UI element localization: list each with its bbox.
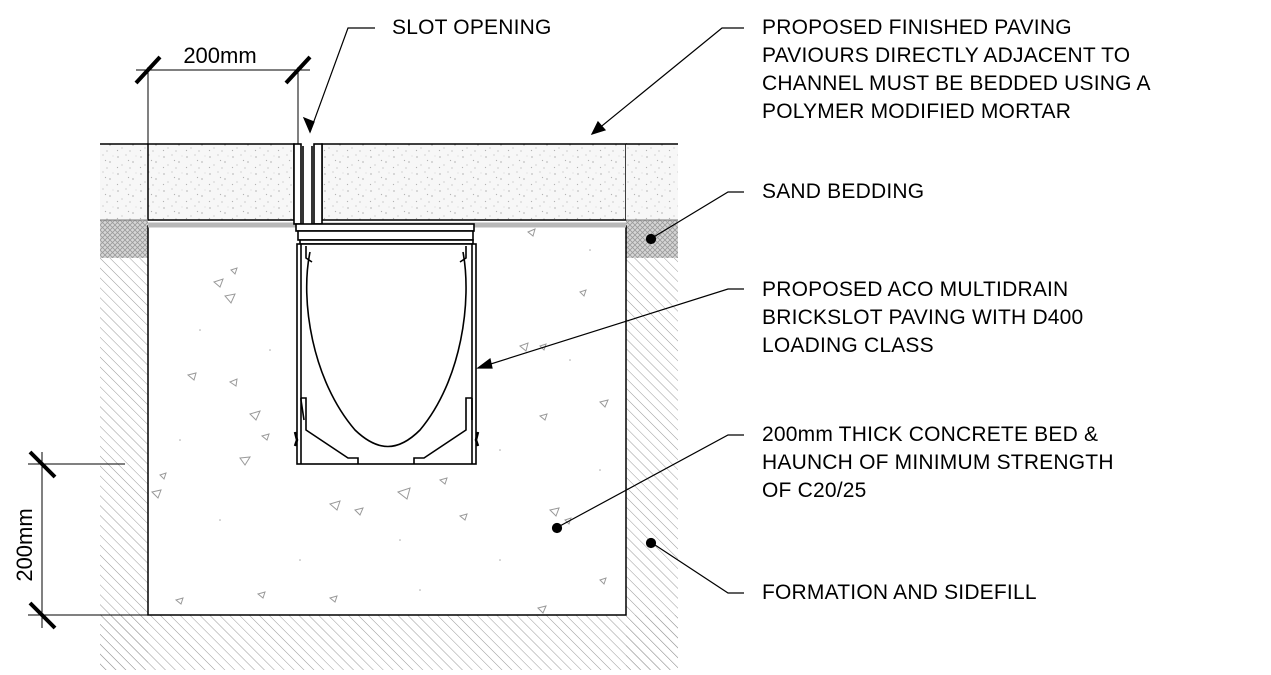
label-concrete-bed: 200mm THICK CONCRETE BED & HAUNCH OF MIN… [762, 421, 1114, 505]
leader-lines [302, 27, 744, 594]
label-formation: FORMATION AND SIDEFILL [762, 581, 1037, 604]
top-dimension [134, 55, 312, 144]
label-concrete-bed-line: 200mm THICK CONCRETE BED & [762, 423, 1099, 446]
paving-blocks [100, 143, 678, 221]
label-finished-paving-line: PAVIOURS DIRECTLY ADJACENT TO [762, 44, 1131, 67]
label-finished-paving: PROPOSED FINISHED PAVING PAVIOURS DIRECT… [762, 14, 1151, 126]
label-concrete-bed-line: OF C20/25 [762, 479, 867, 502]
label-channel: PROPOSED ACO MULTIDRAIN BRICKSLOT PAVING… [762, 276, 1083, 360]
label-channel-line: PROPOSED ACO MULTIDRAIN [762, 278, 1069, 301]
label-finished-paving-line: CHANNEL MUST BE BEDDED USING A [762, 72, 1151, 95]
label-concrete-bed-line: HAUNCH OF MINIMUM STRENGTH [762, 451, 1114, 474]
label-channel-line: BRICKSLOT PAVING WITH D400 [762, 306, 1084, 329]
label-finished-paving-line: PROPOSED FINISHED PAVING [762, 16, 1072, 39]
formation-sidefill [100, 258, 678, 670]
aco-channel [293, 143, 480, 465]
top-dimension-label: 200mm [183, 43, 256, 68]
side-dimension-label: 200mm [12, 508, 37, 581]
label-channel-line: LOADING CLASS [762, 334, 934, 357]
side-dimension [28, 450, 148, 630]
label-slot-opening: SLOT OPENING [392, 16, 552, 39]
label-sand-bedding: SAND BEDDING [762, 180, 925, 203]
label-finished-paving-line: POLYMER MODIFIED MORTAR [762, 100, 1072, 123]
